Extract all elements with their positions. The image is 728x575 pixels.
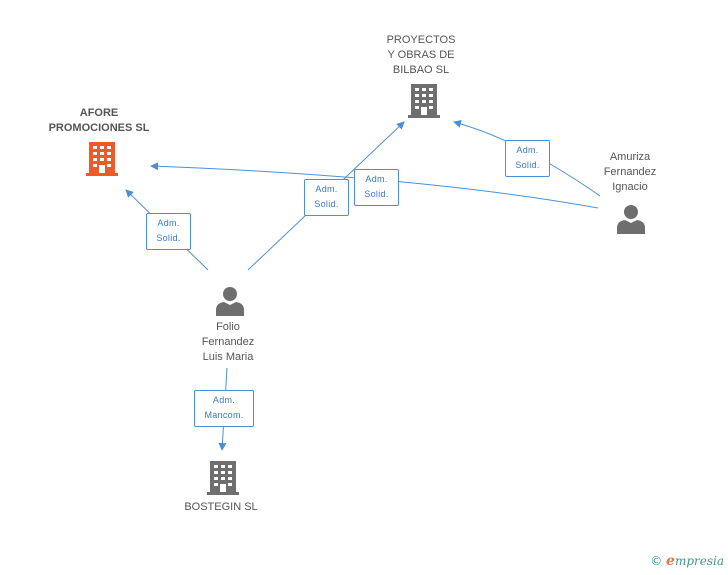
building-icon: [207, 461, 239, 495]
building-icon: [408, 84, 440, 118]
node-label-bostegin[interactable]: BOSTEGIN SL: [184, 501, 258, 513]
node-label-proyectos[interactable]: PROYECTOS Y OBRAS DE BILBAO SL: [386, 34, 456, 76]
node-label-afore[interactable]: AFORE PROMOCIONES SL: [48, 107, 150, 134]
brand-name: mpresia: [674, 554, 724, 568]
person-icon: [617, 205, 645, 234]
person-icon: [216, 287, 244, 316]
brand-initial: e: [666, 553, 675, 569]
edge-label-folio-bostegin: Adm. Mancom.: [194, 390, 254, 427]
edge-label-folio-proyectos: Adm. Solid.: [304, 179, 349, 216]
copyright-symbol: ©: [650, 554, 663, 568]
edge-label-folio-afore: Adm. Solid.: [146, 213, 191, 250]
empresia-watermark: © empresia: [650, 553, 724, 569]
edge-label-amuriza-proyectos: Adm. Solid.: [505, 140, 550, 177]
node-label-amuriza[interactable]: Amuriza Fernandez Ignacio: [603, 151, 657, 193]
node-label-folio[interactable]: Folio Fernandez Luis Maria: [201, 321, 255, 363]
building-icon-highlighted: [86, 142, 118, 176]
edge-label-amuriza-afore: Adm. Solid.: [354, 169, 399, 206]
